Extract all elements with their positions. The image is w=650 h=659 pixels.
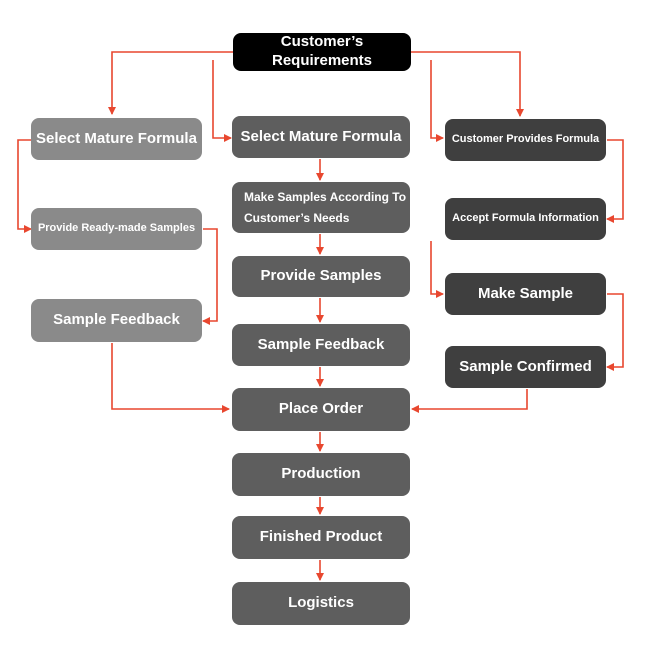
mid-provide-samples-label: Provide Samples <box>260 267 382 285</box>
mid-select-mature-formula-label: Select Mature Formula <box>240 127 402 145</box>
finished-product-label: Finished Product <box>259 528 383 546</box>
arrow-right-confirmed-to-order <box>411 389 528 413</box>
place-order-node: Place Order <box>232 388 410 431</box>
arrow-top-to-middle-select <box>212 60 232 142</box>
arrow-top-to-left-select <box>108 51 233 115</box>
left-sample-feedback-node: Sample Feedback <box>31 299 202 342</box>
right-sample-confirmed-label: Sample Confirmed <box>459 357 592 375</box>
right-make-sample-label: Make Sample <box>477 284 574 302</box>
customer-requirements-node: Customer’s Requirements <box>233 33 411 71</box>
arrow-top-to-right-side <box>430 60 444 142</box>
logistics-node: Logistics <box>232 582 410 625</box>
right-accept-formula-information-node: Accept Formula Information <box>445 198 606 240</box>
right-accept-formula-information-label: Accept Formula Information <box>452 212 599 225</box>
mid-make-samples-label-line1: Make Samples According To <box>244 189 407 204</box>
arrow-right-provides-to-accept <box>606 139 624 223</box>
customer-requirements-label: Customer’s Requirements <box>271 33 373 69</box>
mid-make-samples-node: Make Samples According To Customer’s Nee… <box>232 182 410 233</box>
mid-make-samples-label-line2: Customer’s Needs <box>244 210 350 225</box>
right-make-sample-node: Make Sample <box>445 273 606 315</box>
arrow-left-provide-to-feedback <box>202 228 218 325</box>
mid-sample-feedback-label: Sample Feedback <box>257 335 385 353</box>
right-sample-confirmed-node: Sample Confirmed <box>445 346 606 388</box>
left-sample-feedback-label: Sample Feedback <box>53 311 180 329</box>
left-provide-ready-made-samples-label: Provide Ready-made Samples <box>37 222 196 235</box>
arrow-right-accept-to-make <box>430 241 444 298</box>
arrow-left-select-to-provide <box>17 139 32 233</box>
finished-product-node: Finished Product <box>232 516 410 559</box>
place-order-label: Place Order <box>278 400 364 418</box>
right-customer-provides-formula-label: Customer Provides Formula <box>451 133 600 146</box>
arrow-right-make-to-confirmed <box>606 293 624 371</box>
arrow-top-to-right-provides <box>410 51 524 117</box>
arrow-left-feedback-to-order <box>111 343 230 413</box>
logistics-label: Logistics <box>288 594 354 612</box>
production-label: Production <box>281 465 361 483</box>
left-provide-ready-made-samples-node: Provide Ready-made Samples <box>31 208 202 250</box>
production-node: Production <box>232 453 410 496</box>
mid-select-mature-formula-node: Select Mature Formula <box>232 116 410 158</box>
mid-provide-samples-node: Provide Samples <box>232 256 410 297</box>
left-select-mature-formula-label: Select Mature Formula <box>36 129 197 147</box>
left-select-mature-formula-node: Select Mature Formula <box>31 118 202 160</box>
mid-sample-feedback-node: Sample Feedback <box>232 324 410 366</box>
right-customer-provides-formula-node: Customer Provides Formula <box>445 119 606 161</box>
